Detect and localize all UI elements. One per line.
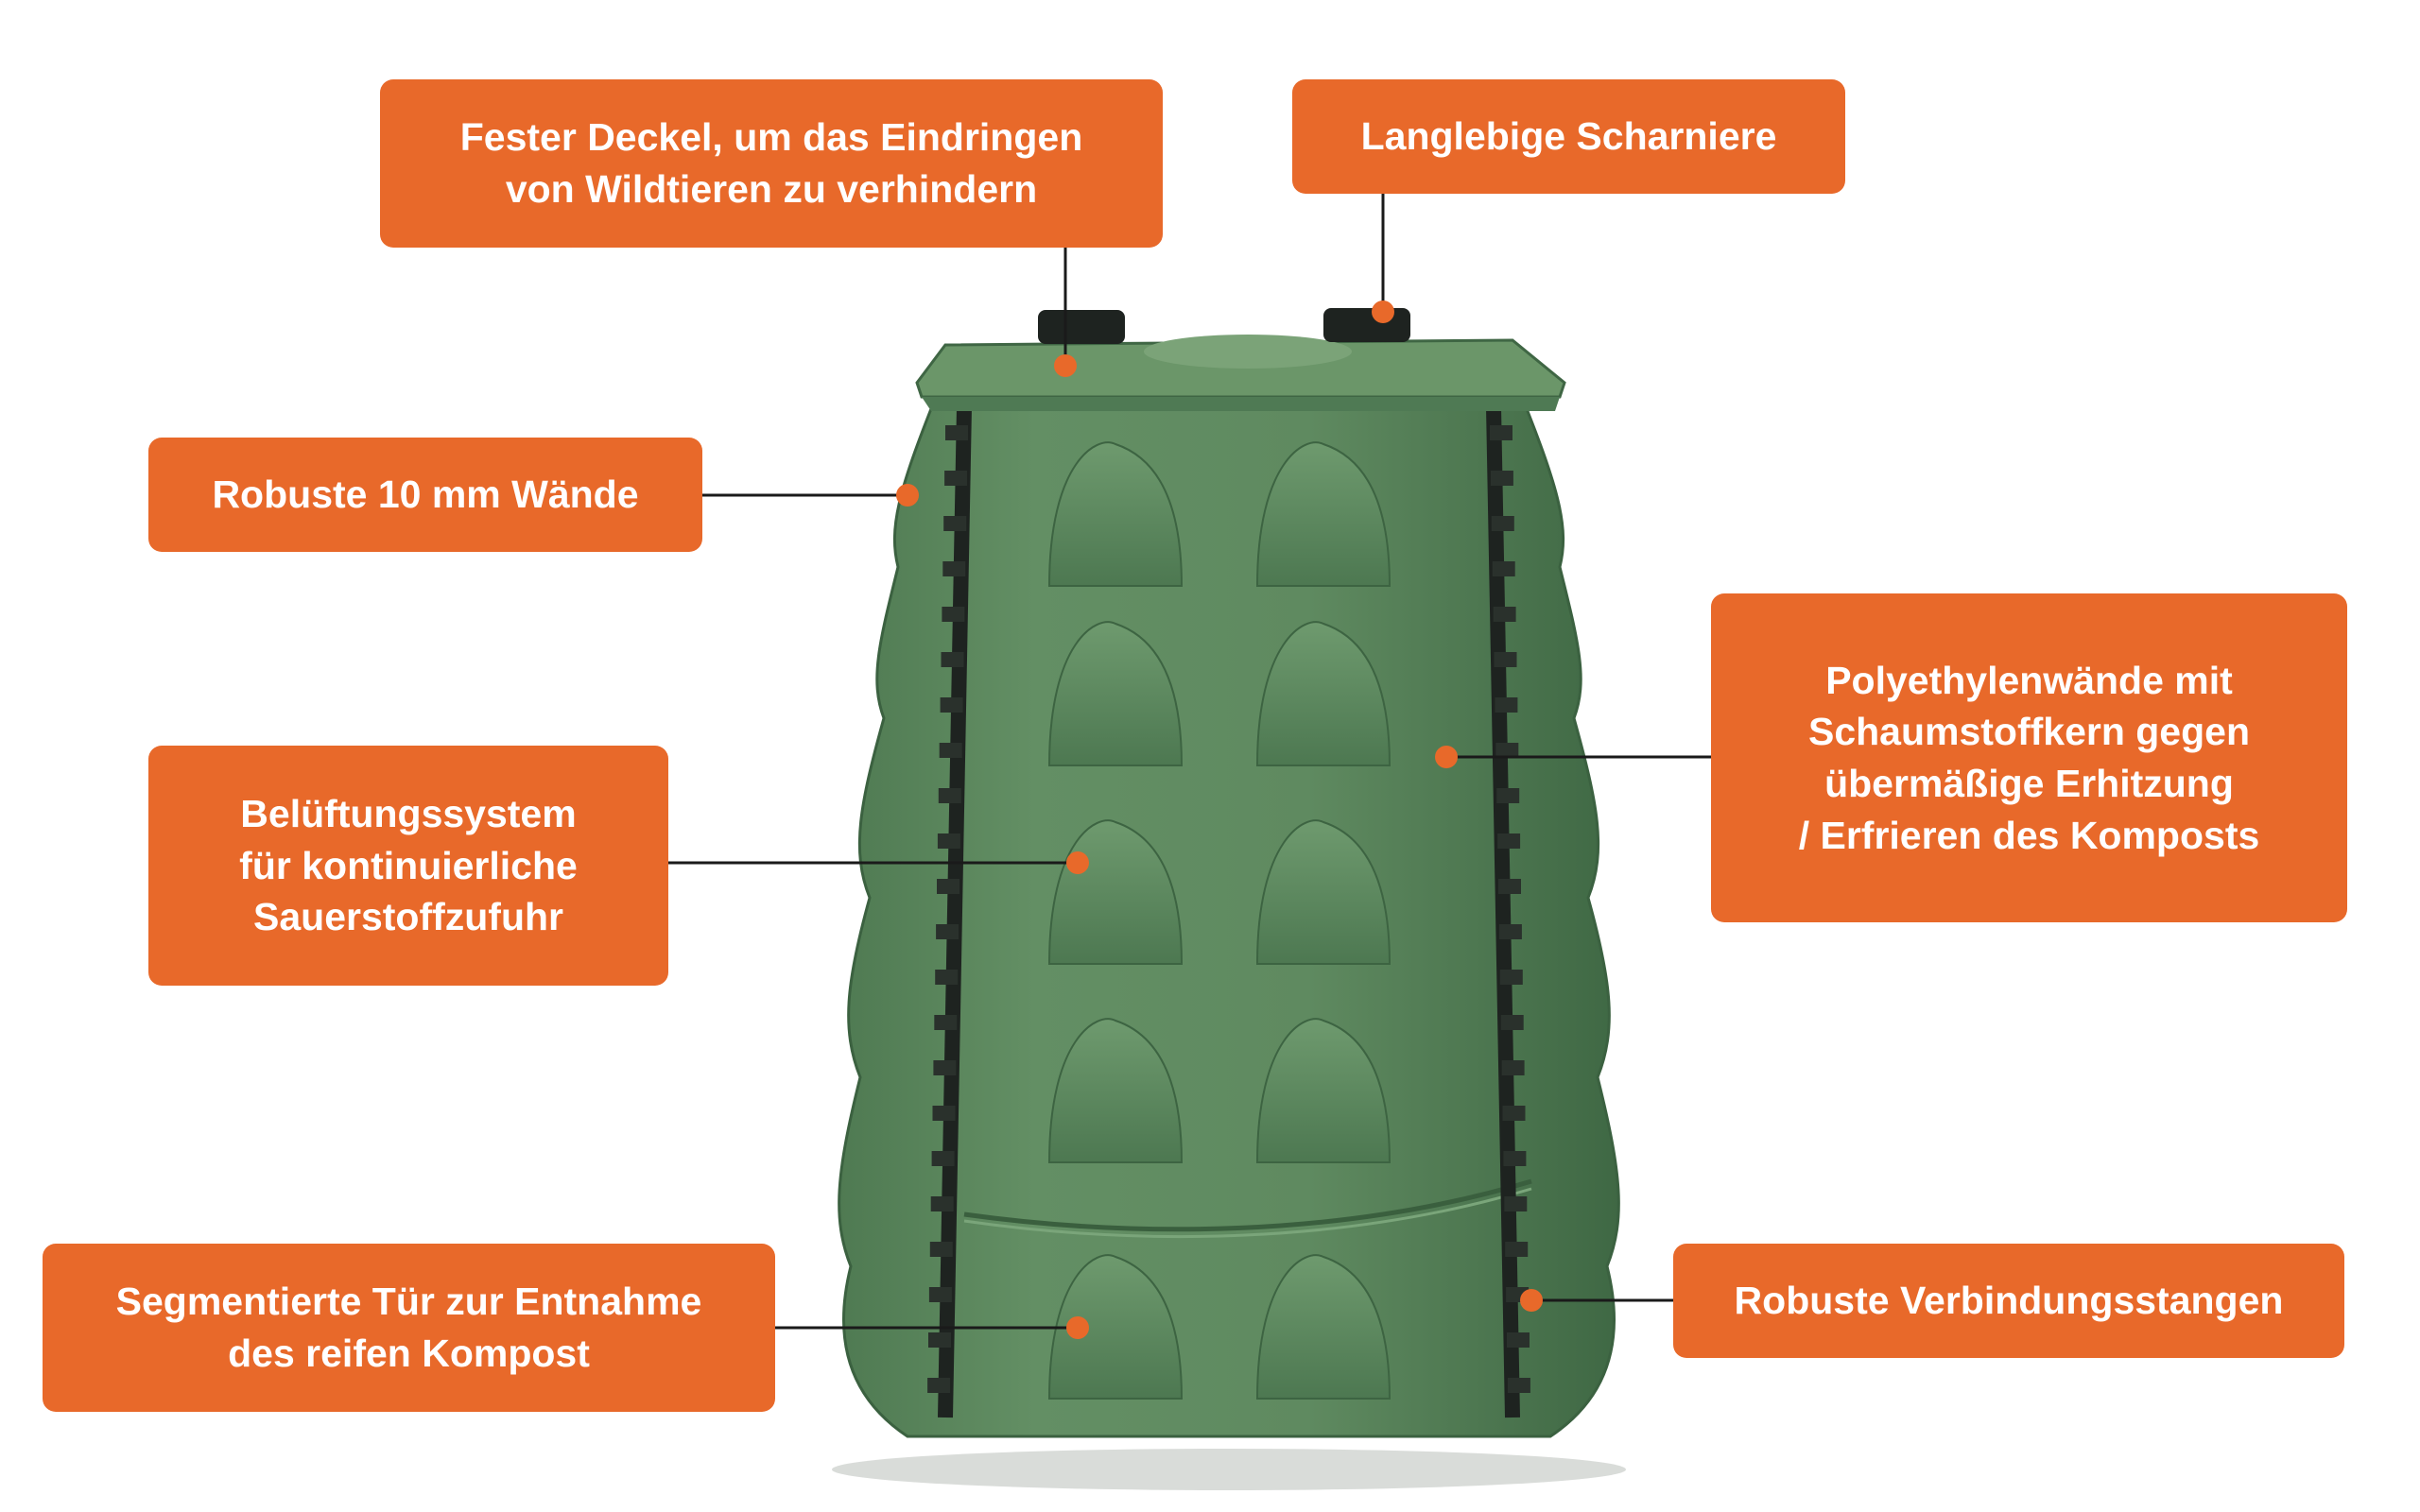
rod-clip-left-5 (942, 607, 965, 622)
bin-silhouette (838, 395, 1620, 1438)
rod-clip-left-2 (944, 471, 968, 486)
rod-clip-right-12 (1498, 924, 1522, 939)
marker-dots (896, 301, 1543, 1339)
rod-clip-right-3 (1491, 516, 1514, 531)
rod-clip-left-7 (940, 697, 963, 713)
rod-clip-left-14 (934, 1015, 958, 1030)
callout-hinges: Langlebige Scharniere (1292, 79, 1845, 194)
door-segment-highlight (963, 1187, 1532, 1239)
rod-clip-left-19 (929, 1242, 953, 1257)
rod-clip-left-15 (933, 1060, 957, 1075)
vent-bump-4-1 (1047, 1018, 1184, 1163)
rod-clip-left-20 (928, 1287, 952, 1302)
lid (915, 335, 1566, 411)
rod-clip-left-18 (930, 1196, 954, 1211)
rod-clip-right-8 (1495, 743, 1519, 758)
rod-clip-right-5 (1493, 607, 1516, 622)
rod-clip-left-3 (943, 516, 967, 531)
rod-clip-right-10 (1497, 833, 1521, 849)
rod-clip-left-13 (935, 970, 959, 985)
rod-clip-right-13 (1499, 970, 1523, 985)
rod-clip-left-6 (941, 652, 964, 667)
hinge-right (1323, 308, 1410, 342)
rod-clip-right-6 (1494, 652, 1517, 667)
callout-ventilation: Belüftungssystem für kontinuierliche Sau… (148, 746, 668, 986)
rod-clip-left-21 (928, 1332, 951, 1348)
vent-bump-4-2 (1255, 1018, 1392, 1163)
rod-clip-right-15 (1501, 1060, 1525, 1075)
rod-clip-left-10 (937, 833, 960, 849)
callout-door: Segmentierte Tür zur Entnahme des reifen… (43, 1244, 775, 1412)
rod-clip-right-14 (1500, 1015, 1524, 1030)
rod-clip-right-18 (1504, 1196, 1528, 1211)
marker-dot-rods (1520, 1289, 1543, 1312)
rod-clip-right-4 (1492, 561, 1515, 576)
rod-clip-right-1 (1490, 425, 1512, 440)
marker-dot-polyethylene (1435, 746, 1458, 768)
rod-clip-right-7 (1495, 697, 1518, 713)
rod-clip-right-19 (1505, 1242, 1529, 1257)
rod-clip-left-8 (939, 743, 962, 758)
rod-clip-left-1 (945, 425, 968, 440)
vent-bump-5-1 (1047, 1254, 1184, 1400)
connecting-rods (927, 405, 1530, 1418)
marker-dot-lid (1054, 354, 1077, 377)
rod-clip-right-11 (1498, 879, 1521, 894)
door-segment-line (963, 1178, 1532, 1232)
rod-clip-right-21 (1507, 1332, 1530, 1348)
rod-clip-right-9 (1496, 788, 1520, 803)
marker-dot-ventilation (1066, 851, 1089, 874)
callout-lid: Fester Deckel, um das Eindringen von Wil… (380, 79, 1163, 248)
rod-clip-left-17 (931, 1151, 955, 1166)
marker-dot-hinges (1372, 301, 1394, 323)
rod-clip-left-9 (938, 788, 961, 803)
lid-dome (1144, 335, 1352, 369)
rod-clip-left-16 (932, 1106, 956, 1121)
bin-body (832, 395, 1626, 1490)
rod-clip-left-12 (936, 924, 959, 939)
lid-rim (922, 397, 1560, 411)
hinge-left (1038, 310, 1125, 344)
rod-clip-right-17 (1503, 1151, 1527, 1166)
marker-dot-walls (896, 484, 919, 507)
vent-bump-1-1 (1047, 441, 1184, 587)
callout-polyethylene: Polyethylenwände mit Schaumstoffkern geg… (1711, 593, 2347, 922)
vent-bump-3-2 (1255, 819, 1392, 965)
vent-bump-2-2 (1255, 621, 1392, 766)
callout-walls: Robuste 10 mm Wände (148, 438, 702, 552)
leader-lines (668, 194, 1711, 1330)
rod-clip-right-16 (1502, 1106, 1526, 1121)
marker-dot-door (1066, 1316, 1089, 1339)
rod-clip-right-22 (1507, 1378, 1530, 1393)
vent-bump-1-2 (1255, 441, 1392, 587)
rod-clip-left-11 (937, 879, 959, 894)
rod-clip-left-22 (927, 1378, 951, 1393)
callout-rods: Robuste Verbindungsstangen (1673, 1244, 2344, 1358)
rod-clip-left-4 (942, 561, 966, 576)
rod-clip-right-2 (1490, 471, 1513, 486)
vent-bump-2-1 (1047, 621, 1184, 766)
vent-bump-5-2 (1255, 1254, 1392, 1400)
ground-shadow (832, 1449, 1626, 1490)
